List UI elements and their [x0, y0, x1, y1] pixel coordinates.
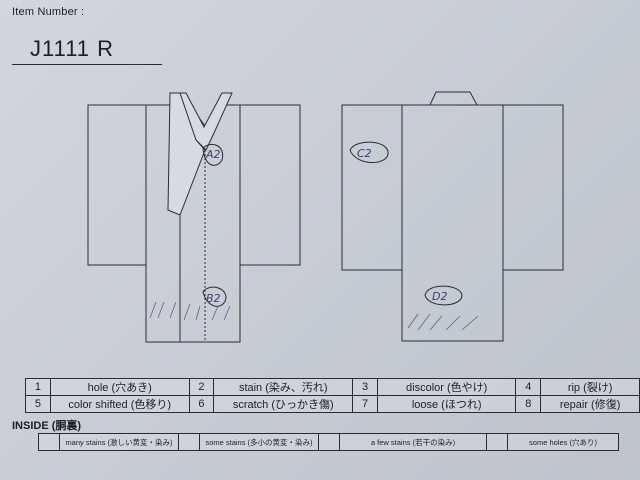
back-mark-C-circle [349, 141, 389, 163]
front-left-sleeve [87, 104, 147, 266]
defect-label: hole (穴あき) [49, 378, 190, 396]
front-collar-left [167, 92, 206, 216]
item-number-label: Item Number : [12, 6, 85, 18]
inside-checkbox [318, 433, 340, 451]
inside-checkbox [486, 433, 508, 451]
defect-number: 2 [188, 378, 215, 396]
defect-label: discolor (色やけ) [376, 378, 517, 396]
inside-condition-table: many stains (激しい黄変・染み) some stains (多小の黄… [38, 433, 619, 451]
back-view [341, 91, 564, 342]
defect-legend-row: 1 hole (穴あき) 2 stain (染み、汚れ) 3 discolor … [25, 378, 640, 396]
back-mark-D-circle [424, 285, 463, 306]
front-scratch-marks [149, 301, 231, 321]
defect-label: repair (修復) [540, 395, 640, 413]
back-right-sleeve [502, 104, 564, 271]
front-mark-B-label: B2 [206, 292, 221, 305]
back-mark-D-label: D2 [432, 290, 447, 303]
defect-number: 5 [25, 395, 51, 413]
item-number-value: J1111 R [30, 36, 115, 61]
diagram-mark-labels: A2 B2 C2 D2 [205, 147, 447, 305]
defect-number: 1 [25, 378, 51, 396]
defect-label: rip (裂け) [540, 378, 640, 396]
front-mark-B-circle [202, 286, 227, 307]
defect-label: color shifted (色移り) [49, 395, 190, 413]
inside-condition-label: some holes (穴あり) [507, 433, 619, 451]
defect-number: 8 [515, 395, 542, 413]
inside-condition-row: many stains (激しい黄変・染み) some stains (多小の黄… [38, 433, 619, 451]
inside-checkbox [178, 433, 200, 451]
back-collar [429, 91, 478, 106]
defect-legend-row: 5 color shifted (色移り) 6 scratch (ひっかき傷) … [25, 395, 640, 413]
inside-section-label: INSIDE (胴裏) [12, 420, 82, 432]
defect-label: stain (染み、汚れ) [213, 378, 354, 396]
defect-legend-table: 1 hole (穴あき) 2 stain (染み、汚れ) 3 discolor … [25, 378, 640, 413]
inside-condition-label: some stains (多小の黄変・染み) [199, 433, 319, 451]
defect-label: loose (ほつれ) [376, 395, 517, 413]
inside-condition-label: many stains (激しい黄変・染み) [59, 433, 179, 451]
front-right-sleeve [239, 104, 301, 266]
back-left-sleeve [341, 104, 403, 271]
front-view [87, 92, 301, 343]
defect-number: 3 [352, 378, 378, 396]
back-mark-C-label: C2 [357, 147, 372, 160]
front-mark-A-label: A2 [205, 148, 221, 161]
defect-number: 4 [515, 378, 542, 396]
defect-number: 7 [352, 395, 378, 413]
back-scratch-marks [407, 313, 479, 331]
back-body [401, 104, 504, 342]
defect-number: 6 [188, 395, 215, 413]
front-mark-A-circle [202, 144, 224, 166]
inside-checkbox [38, 433, 60, 451]
defect-label: scratch (ひっかき傷) [213, 395, 354, 413]
inside-condition-label: a few stains (若干の染み) [339, 433, 487, 451]
item-number-underline [12, 64, 162, 65]
